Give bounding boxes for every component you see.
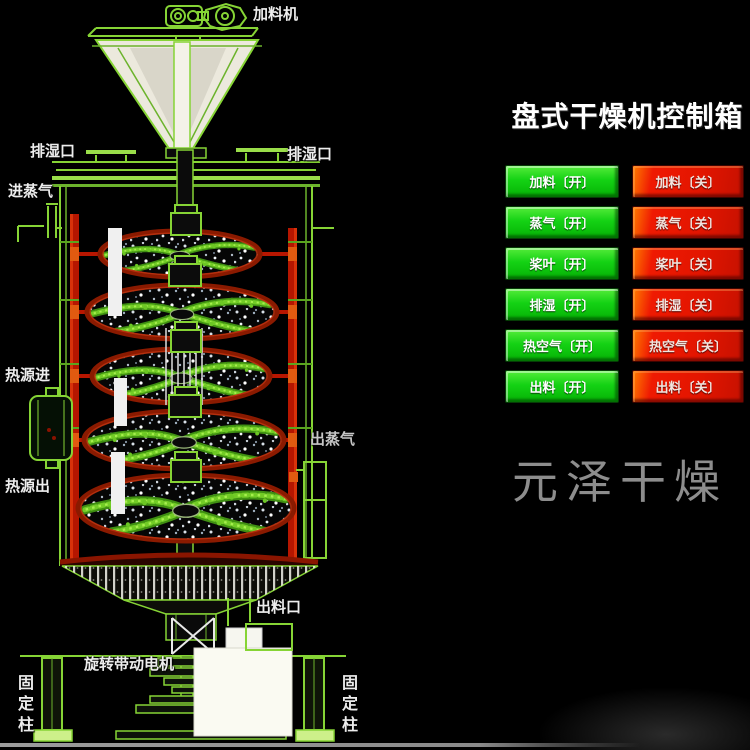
hopper <box>92 39 262 159</box>
bottom-cone <box>59 552 319 641</box>
heating-pipes <box>70 214 297 566</box>
discharge-port-label: 出料口 <box>256 598 302 616</box>
shaft-collars <box>168 204 202 483</box>
scraper-bars <box>108 228 127 514</box>
panel-title: 盘式干燥机控制箱 <box>511 100 744 133</box>
steam-in-label: 进蒸气 <box>8 182 54 200</box>
btn-steam-off[interactable]: 蒸气〔关〕 <box>632 206 744 239</box>
discharge-chute <box>227 598 293 651</box>
drying-disc-3 <box>89 346 273 406</box>
btn-hotair-off[interactable]: 热空气〔关〕 <box>632 329 744 362</box>
heat-source-out-label: 热源出 <box>5 477 51 495</box>
feeder-label: 加料机 <box>253 5 299 23</box>
moist-exhaust-left-label: 排湿口 <box>30 142 76 160</box>
btn-dehumid-off[interactable]: 排湿〔关〕 <box>632 288 744 321</box>
btn-dehumid-on[interactable]: 排湿〔开〕 <box>505 288 619 321</box>
dryer-diagram <box>17 2 346 742</box>
x-brace <box>171 617 215 655</box>
drive-motor-box <box>193 627 293 737</box>
gray-smudge <box>540 688 750 750</box>
support-legs <box>33 657 335 742</box>
btn-feed-off[interactable]: 加料〔关〕 <box>632 165 744 198</box>
button-grid: 加料〔开〕 加料〔关〕 蒸气〔开〕 蒸气〔关〕 桨叶〔开〕 桨叶〔关〕 排湿〔开… <box>505 165 750 403</box>
moist-exhaust-right-label: 排湿口 <box>287 145 333 163</box>
drying-disc-5 <box>75 472 297 544</box>
fixed-column-left-label: 固定柱 <box>15 674 34 737</box>
vessel-walls <box>59 186 313 566</box>
btn-paddle-off[interactable]: 桨叶〔关〕 <box>632 247 744 280</box>
btn-discharge-on[interactable]: 出料〔开〕 <box>505 370 619 403</box>
control-panel: 盘式干燥机控制箱 加料〔开〕 加料〔关〕 蒸气〔开〕 蒸气〔关〕 桨叶〔开〕 桨… <box>505 101 750 403</box>
drying-disc-1 <box>97 228 263 280</box>
ground-line <box>0 743 640 747</box>
steam-outlet-duct <box>296 461 327 559</box>
steam-out-label: 出蒸气 <box>310 430 356 448</box>
btn-discharge-off[interactable]: 出料〔关〕 <box>632 370 744 403</box>
heat-source-in-label: 热源进 <box>5 366 51 384</box>
btn-hotair-on[interactable]: 热空气〔开〕 <box>505 329 619 362</box>
heat-exchanger-tank <box>29 387 73 469</box>
btn-feed-on[interactable]: 加料〔开〕 <box>505 165 619 198</box>
btn-paddle-on[interactable]: 桨叶〔开〕 <box>505 247 619 280</box>
drive-motor-label: 旋转带动电机 <box>84 655 175 673</box>
pipe-flanges <box>70 247 298 482</box>
btn-steam-on[interactable]: 蒸气〔开〕 <box>505 206 619 239</box>
fixed-column-right-label: 固定柱 <box>339 674 358 737</box>
cage-rods <box>165 328 203 405</box>
watermark: 元泽干燥 <box>512 455 728 509</box>
